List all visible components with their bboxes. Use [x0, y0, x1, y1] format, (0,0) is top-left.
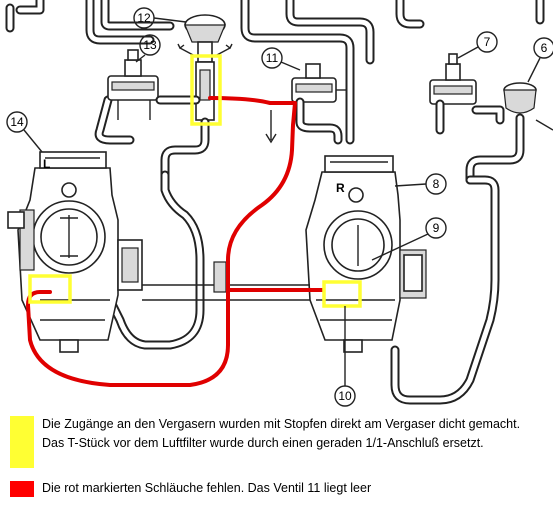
- device-6: [465, 82, 553, 185]
- carburetor-left: L: [7, 151, 143, 353]
- svg-text:11: 11: [266, 51, 279, 65]
- plug-highlights: [28, 54, 362, 308]
- legend-item-yellow: Die Zugänge an den Vergasern wurden mit …: [10, 416, 545, 468]
- valve-7: [429, 53, 505, 135]
- svg-text:13: 13: [143, 38, 157, 52]
- svg-text:9: 9: [433, 221, 440, 235]
- central-hose: [105, 170, 205, 350]
- callout-13: 13: [135, 34, 161, 63]
- carb-left-letter: L: [43, 157, 50, 171]
- highlight-t-piece: [190, 54, 222, 126]
- legend-swatch-yellow: [10, 416, 34, 468]
- callout-14: 14: [6, 111, 43, 153]
- t-piece: [155, 61, 215, 180]
- right-return-hose: [390, 175, 500, 405]
- top-hoses: [5, 0, 545, 145]
- callout-6: 6: [527, 37, 553, 83]
- callout-12: 12: [133, 7, 187, 29]
- callout-7: 7: [457, 31, 498, 59]
- svg-text:12: 12: [137, 11, 151, 25]
- highlight-left-carb: [28, 274, 72, 304]
- svg-text:7: 7: [484, 35, 491, 49]
- carburetor-right: R: [305, 155, 427, 353]
- callout-10: 10: [334, 306, 356, 407]
- callouts: 12 13 11 7 6 14 8: [6, 7, 553, 407]
- svg-text:10: 10: [338, 389, 352, 403]
- legend-text-red: Die rot markierten Schläuche fehlen. Das…: [42, 481, 372, 495]
- legend-text-yellow: Die Zugänge an den Vergasern wurden mit …: [42, 417, 521, 450]
- callout-9: 9: [371, 217, 447, 261]
- svg-text:8: 8: [433, 177, 440, 191]
- carb-right-letter: R: [336, 181, 345, 195]
- highlight-right-carb: [322, 280, 362, 308]
- legend-swatch-red: [10, 481, 34, 497]
- svg-text:6: 6: [541, 41, 548, 55]
- legend-item-red: Die rot markierten Schläuche fehlen. Das…: [10, 481, 545, 498]
- callout-11: 11: [261, 47, 301, 71]
- valve-13: [94, 49, 159, 145]
- valve-11: [265, 63, 346, 145]
- callout-8: 8: [394, 173, 447, 195]
- svg-text:14: 14: [10, 115, 24, 129]
